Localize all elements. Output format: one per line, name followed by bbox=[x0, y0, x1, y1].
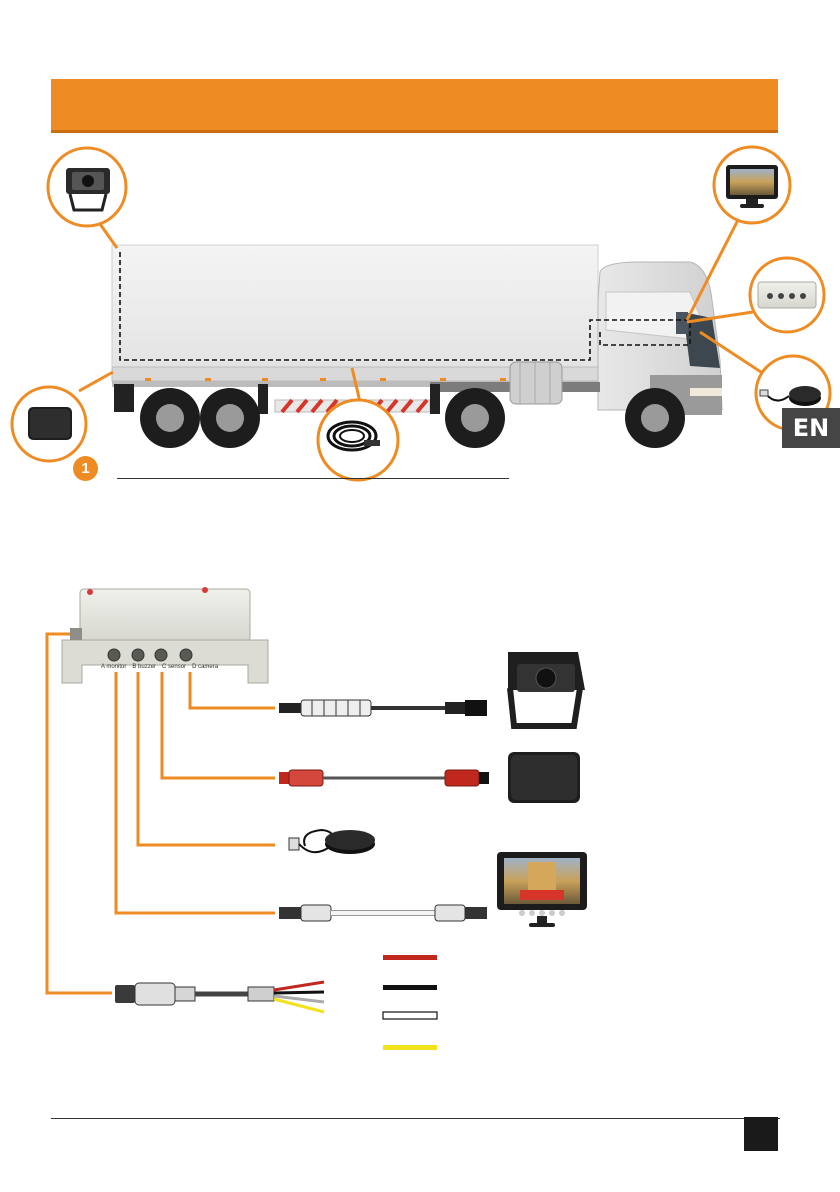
wire-legend bbox=[383, 955, 437, 1050]
footer-divider bbox=[51, 1118, 780, 1119]
power-cable bbox=[115, 982, 324, 1012]
step-underline bbox=[117, 478, 509, 479]
camera-product bbox=[508, 652, 585, 726]
sensor-cable bbox=[279, 770, 489, 786]
control-box-callout bbox=[750, 258, 824, 332]
step-number-badge: 1 bbox=[73, 456, 98, 481]
buzzer-product bbox=[289, 830, 375, 854]
port-label-b: B buzzer bbox=[132, 664, 156, 670]
camera-callout bbox=[48, 148, 126, 226]
port-label-c: C sensor bbox=[162, 664, 186, 670]
camera-cable bbox=[279, 700, 487, 716]
monitor-product bbox=[497, 852, 587, 927]
port-labels: A monitor B buzzer C sensor D camera bbox=[101, 664, 261, 670]
monitor-cable bbox=[279, 905, 487, 921]
truck-illustration bbox=[112, 245, 722, 448]
port-label-d: D camera bbox=[192, 664, 218, 670]
language-tab: EN bbox=[782, 408, 840, 448]
sensor-product bbox=[508, 752, 580, 803]
port-label-a: A monitor bbox=[101, 664, 126, 670]
sensor-callout bbox=[12, 387, 86, 461]
monitor-callout bbox=[714, 147, 790, 223]
page-number bbox=[744, 1117, 778, 1151]
extension-cable-callout bbox=[318, 400, 398, 480]
